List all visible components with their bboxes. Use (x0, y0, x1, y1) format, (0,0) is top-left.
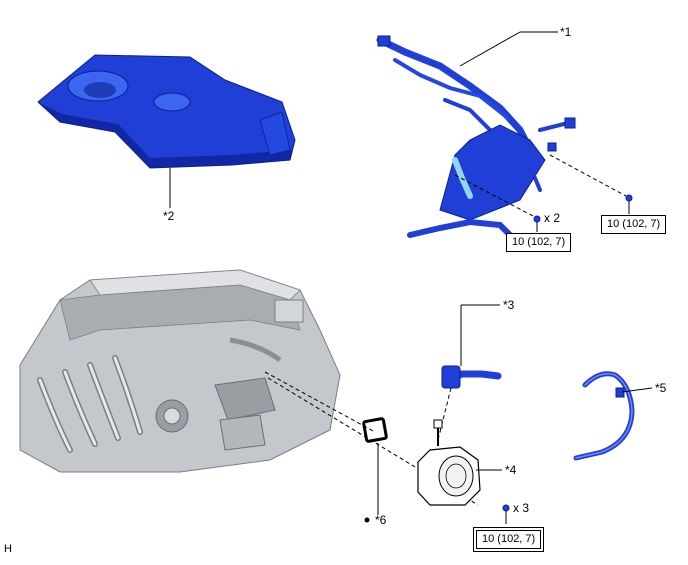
engine-assembly (19, 269, 341, 473)
engine-cover-part (37, 54, 296, 169)
callout-label-2: *2 (163, 209, 175, 223)
callout-label-1: *1 (560, 25, 572, 39)
callout-label-3: *3 (503, 298, 515, 312)
torque-spec-box: 10 (102, 7) (506, 233, 572, 252)
torque-spec-box: 10 (102, 7) (601, 215, 667, 234)
vacuum-pump-part (417, 419, 481, 506)
torque-spec-box: 10 (102, 7) (472, 527, 545, 552)
corner-mark: H (4, 543, 12, 555)
wire-harness-part (376, 35, 576, 243)
callout-label-5: *5 (655, 381, 667, 395)
callout-label-6: *6 (375, 513, 387, 527)
callout-label-4: *4 (505, 463, 517, 477)
gasket-part (362, 417, 388, 443)
bolt-quantity-label: x 2 (544, 211, 561, 225)
bolt-quantity-label: x 3 (513, 501, 530, 515)
hose-part (573, 371, 635, 461)
vacuum-hose-part (441, 365, 502, 389)
